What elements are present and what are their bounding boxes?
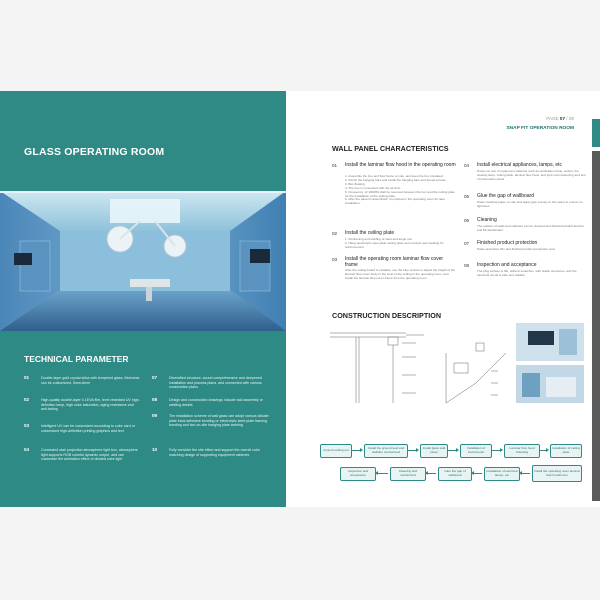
flow-step: Laminar flow hood branding [504,444,540,458]
list-item: 05 Glue the gap of wallboard Paste maski… [464,193,586,214]
page-current: 07 [559,116,566,121]
item-number: 05 [464,194,470,199]
item-number: 07 [152,375,158,380]
item-heading: Install the ceiling plate [345,230,395,236]
item-number: 03 [332,257,338,262]
flow-step: Glue the gap of wallboard [438,467,472,481]
flow-step: Installation of ceiling plate [550,444,582,458]
item-number: 08 [152,397,158,402]
item-heading: Glue the gap of wallboard [477,193,534,199]
list-item: 03 Intelligent UV can be customized acco… [24,423,146,444]
item-text: Design and construction drawings include… [169,398,263,407]
item-text: Concealed stair projection atmosphere li… [41,448,138,462]
item-number: 01 [24,375,30,380]
item-text: 1. Positioning and welding of steel and … [345,237,444,249]
list-item: 08 Design and construction drawings incl… [152,397,274,412]
item-text: The surface of walls and cabinets can be… [477,224,584,232]
item-heading: Install the operating room laminar flow … [345,256,444,268]
item-number: 10 [152,447,158,452]
item-heading: Cleaning [477,217,497,223]
brochure-spread: GLASS OPERATING ROOM [0,91,600,507]
item-text: The plug surface is flat, without scratc… [477,269,577,277]
item-text: Double-layer gold crystal silica with te… [41,376,140,385]
list-item: 07 Diversified structure, sound comprehe… [152,375,274,396]
flow-step: Install the ground keel and wallsthe ver… [364,444,408,458]
flow-arrow [492,448,503,452]
item-text: Fully consider the site effect and suppo… [169,448,260,457]
right-page: PAGE 07 / 08 SNAP FIT OPERATION ROOM WAL… [286,91,600,507]
item-number: 07 [464,241,470,246]
flow-step: Install glass wall panel [420,444,448,458]
item-number: 02 [332,231,338,236]
page-label: PAGE [546,116,559,121]
flow-step: Install the operating room laminar flow … [532,465,582,482]
item-number: 04 [464,163,470,168]
flow-arrow [448,448,459,452]
item-heading: Install electrical appliances, lamps, et… [477,162,563,168]
operating-room-photo [0,191,286,331]
list-item: 03 Install the operating room laminar fl… [332,256,456,287]
flow-arrow [519,471,530,475]
list-item: 08 Inspection and acceptance The plug su… [464,262,586,285]
item-text: Paste protective film and finished produ… [477,247,555,251]
list-item: 10 Fully consider the site effect and su… [152,447,274,468]
flow-step: Installation of electrical lamps, etc [484,467,520,481]
flow-step: Inspection and acceptance [340,467,376,481]
technical-parameter-title: TECHNICAL PARAMETER [24,354,129,364]
page-title: GLASS OPERATING ROOM [24,146,165,158]
list-item: 02 Install the ceiling plate 1. Position… [332,230,454,253]
item-text: Paste masking paper on site and apply gl… [477,200,583,208]
item-number: 01 [332,163,338,168]
list-item: 02 High-quality double-layer 0.1EVA film… [24,397,146,420]
construction-drawing [330,323,584,404]
item-heading: Install the laminar flow hood in the ope… [345,162,456,168]
flow-arrow [375,471,388,475]
flow-arrow [408,448,419,452]
item-number: 08 [464,263,470,268]
left-page: GLASS OPERATING ROOM [0,91,286,507]
item-number: 03 [24,423,30,428]
list-item: 07 Finished product protection Paste pro… [464,240,586,259]
section-tag: SNAP FIT OPERATION ROOM [506,126,574,131]
item-heading: Inspection and acceptance [477,262,537,268]
flow-step: Installation of instruments [460,444,492,458]
flow-arrow [425,471,436,475]
edge-tab [592,119,600,147]
flow-arrow [471,471,482,475]
flow-arrow [540,448,549,452]
list-item: 04 Install electrical appliances, lamps,… [464,162,586,193]
item-text: Power-on test of equipment cabinets such… [477,169,586,181]
page-number: PAGE 07 / 08 [546,116,574,121]
item-text: High-quality double-layer 0.1EVA film, l… [41,398,140,412]
item-text: Intelligent UV can be customized accordi… [41,424,135,433]
edge-bar [592,151,600,501]
flow-arrow [352,448,363,452]
list-item: 09 The installation scheme of wall glass… [152,413,274,440]
list-item: 01 Install the laminar flow hood in the … [332,162,456,228]
item-text: The installation scheme of wall glass ca… [169,414,269,428]
list-item: 04 Concealed stair projection atmosphere… [24,447,146,474]
item-number: 04 [24,447,30,452]
item-text: Diversified structure, sound comprehensi… [169,376,262,390]
construction-title: CONSTRUCTION DESCRIPTION [332,311,442,320]
item-text: After the ceiling board is installed, us… [345,268,456,280]
left-header-band [0,91,286,191]
item-heading: Finished product protection [477,240,538,246]
item-number: 09 [152,413,158,418]
item-number: 02 [24,397,30,402]
list-item: 06 Cleaning The surface of walls and cab… [464,217,586,238]
wall-panel-title: WALL PANEL CHARACTERISTICS [332,144,449,153]
flow-step: Cleaning and moisturized [390,467,426,481]
item-text: 1. Assemble the box and flow frame on si… [345,174,455,206]
item-number: 06 [464,218,470,223]
list-item: 01 Double-layer gold crystal silica with… [24,375,146,396]
flow-step: Ground setting out [320,444,352,458]
page-total: 08 [568,116,574,121]
